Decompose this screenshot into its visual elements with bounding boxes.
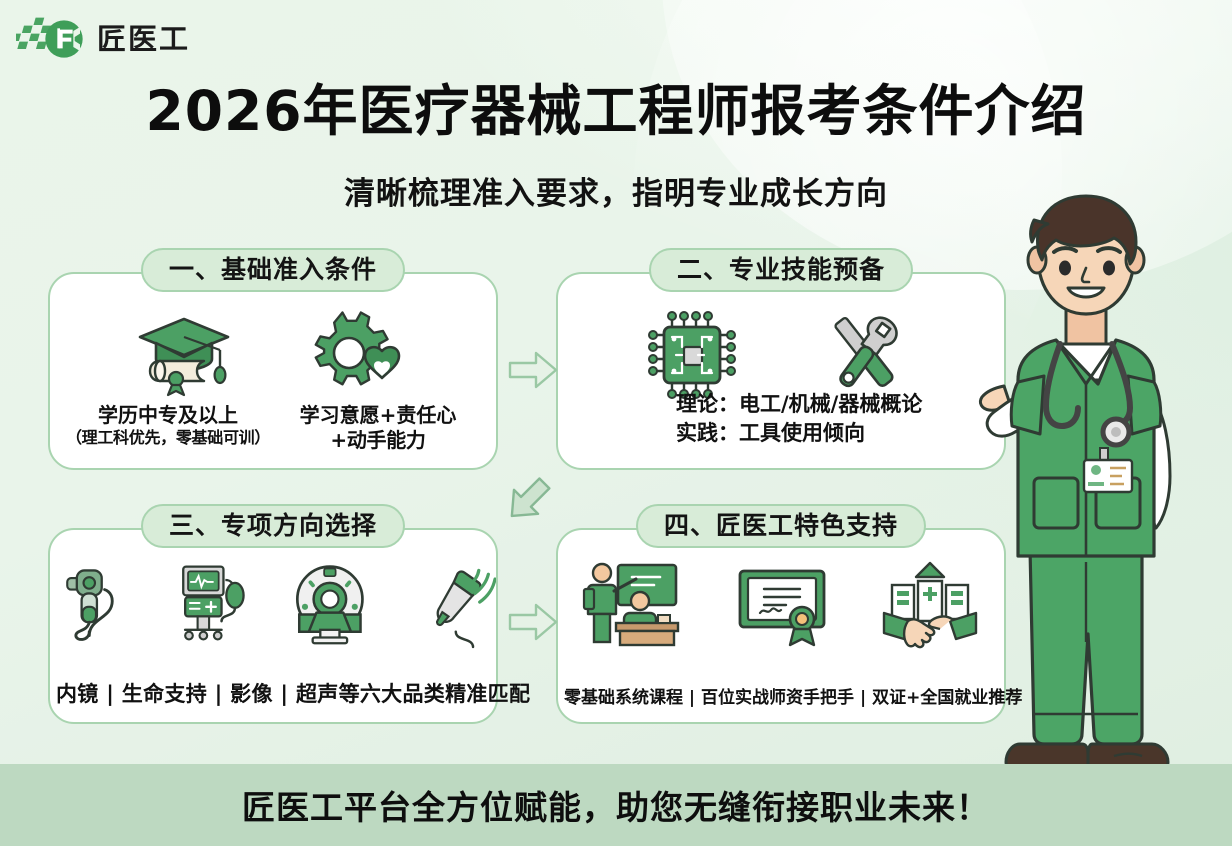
card-2-lines: 理论：电工/机械/器械概论 实践：工具使用倾向 [558, 390, 1004, 448]
card-3-badge: 三、专项方向选择 [140, 504, 406, 548]
handshake-hospital-icon [882, 561, 978, 649]
card-1-badge: 一、基础准入条件 [140, 248, 406, 292]
page-subtitle: 清晰梳理准入要求，指明专业成长方向 [338, 168, 894, 215]
brand-logo: 匠医工 [16, 16, 190, 62]
certificate-icon [738, 569, 826, 647]
card-4-icon-row [558, 556, 1004, 650]
microchip-icon [648, 311, 736, 399]
ventilator-monitor-icon [182, 565, 245, 641]
card-2-line-2: 实践：工具使用倾向 [676, 421, 865, 446]
card-1-caption-2-main: 学习意愿+责任心 [299, 402, 457, 427]
brand-wordmark: 匠医工 [97, 21, 191, 56]
card-2-icon-row [558, 306, 1004, 404]
wrench-screwdriver-icon [834, 316, 898, 388]
footer-banner: 匠医工平台全方位赋能，助您无缝衔接职业未来！ [0, 764, 1232, 846]
arrow-right-bottom-icon [508, 603, 558, 641]
card-basic-entry-requirements: 一、基础准入条件 学历中专及以上 [48, 248, 498, 470]
card-platform-support: 四、匠医工特色支持 [556, 504, 1023, 724]
card-1-caption-1: 学历中专及以上 （理工科优先，零基础可训） [63, 403, 273, 454]
card-1-caption-1-main: 学历中专及以上 [98, 402, 238, 427]
card-2-badge: 二、专业技能预备 [648, 248, 914, 292]
gear-heart-icon [314, 311, 401, 386]
card-1-caption-2: 学习意愿+责任心 +动手能力 [273, 403, 483, 454]
card-1-caption-2-sub: +动手能力 [330, 428, 426, 453]
card-1-captions: 学历中专及以上 （理工科优先，零基础可训） 学习意愿+责任心 +动手能力 [50, 403, 496, 454]
arrow-down-left-icon [510, 477, 551, 518]
card-professional-skill-prep: 二、专业技能预备 [556, 248, 1006, 470]
ct-scanner-icon [296, 565, 365, 645]
footer-text: 匠医工平台全方位赋能，助您无缝衔接职业未来！ [242, 788, 990, 827]
arrow-right-top-icon [508, 351, 558, 389]
male-doctor-illustration [978, 194, 1172, 774]
card-2-line-1: 理论：电工/机械/器械概论 [676, 392, 923, 417]
ultrasound-probe-icon [436, 568, 496, 649]
card-4-strip: 零基础系统课程 | 百位实战师资手把手 | 双证+全国就业推荐 [564, 688, 1023, 708]
page-title: 2026年医疗器械工程师报考条件介绍 [145, 79, 1087, 143]
page-subtitle-wrap: 清晰梳理准入要求，指明专业成长方向 [0, 168, 1232, 215]
card-3-icon-row [50, 556, 496, 650]
card-1-icon-row [50, 306, 496, 404]
classroom-teaching-icon [582, 562, 680, 647]
card-3-strip: 内镜 | 生命支持 | 影像 | 超声等六大品类精准匹配 [56, 682, 531, 706]
graduation-cap-diploma-icon [138, 317, 230, 397]
endoscope-icon [66, 569, 114, 641]
jiangyigong-checker-wrench-logo-icon [16, 17, 83, 58]
card-specialty-direction: 三、专项方向选择 [48, 504, 531, 724]
card-1-caption-1-sub: （理工科优先，零基础可训） [65, 428, 271, 448]
card-4-badge: 四、匠医工特色支持 [635, 504, 927, 548]
